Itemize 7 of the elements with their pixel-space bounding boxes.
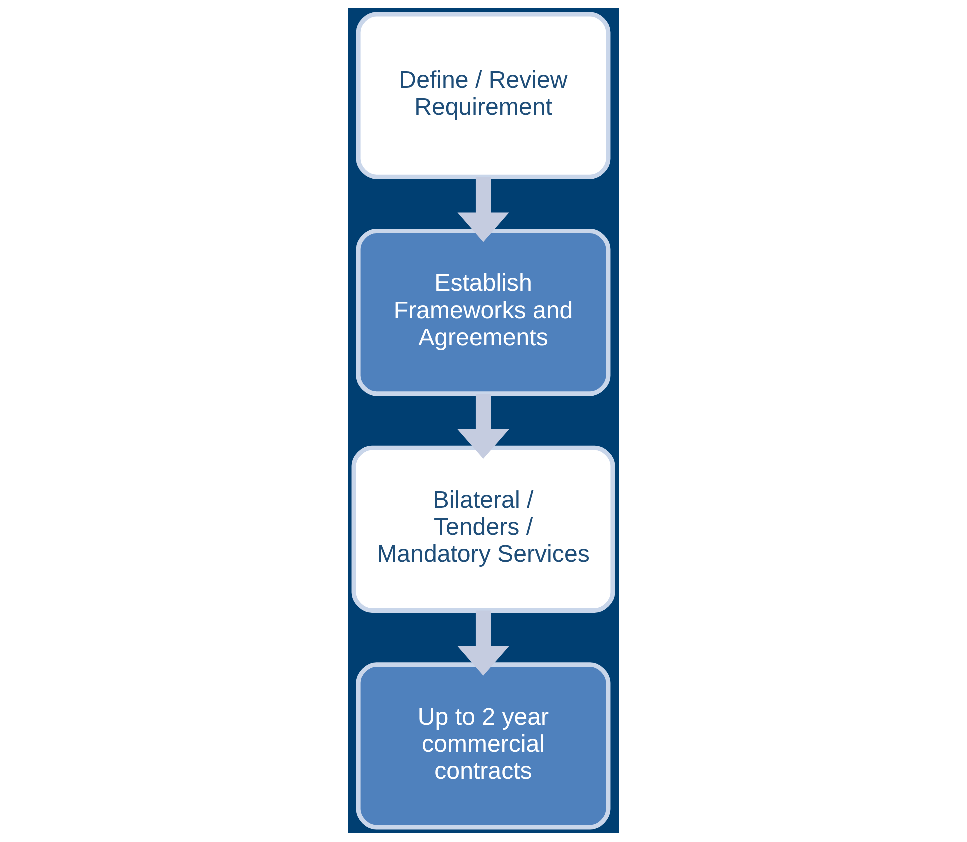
arrow xyxy=(458,394,510,460)
node-box: Define / Review Requirement xyxy=(356,12,611,180)
node-box: Up to 2 year commercial contracts xyxy=(356,662,611,830)
node-box: Establish Frameworks and Agreements xyxy=(356,229,611,396)
node-box: Bilateral / Tenders / Mandatory Services xyxy=(352,446,616,613)
arrow xyxy=(458,610,510,676)
arrow xyxy=(458,177,510,242)
